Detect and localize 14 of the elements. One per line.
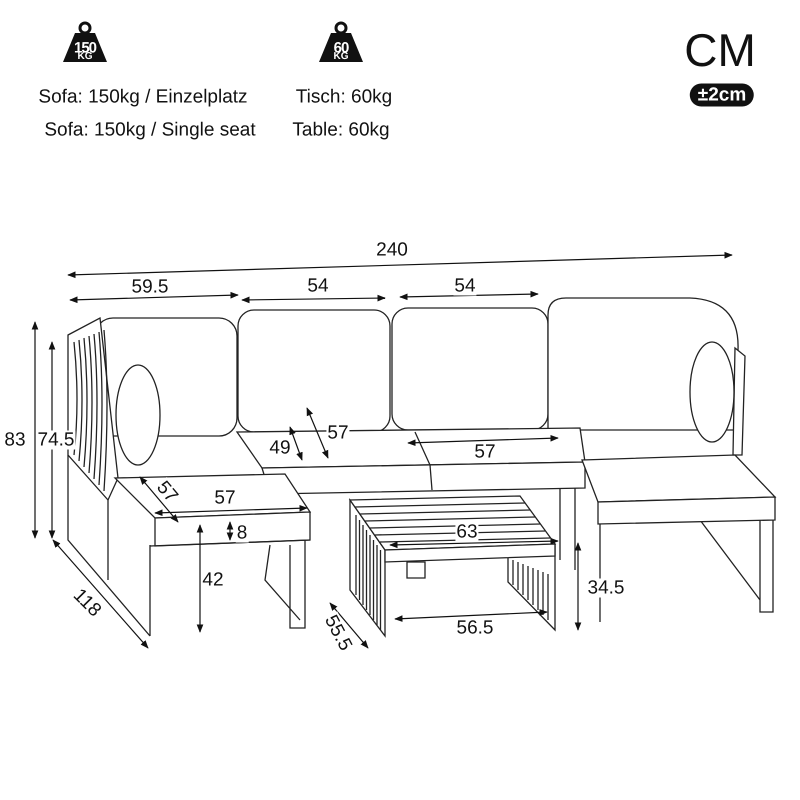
load-capacity-text: Sofa: 150kg / Einzelplatz bbox=[38, 88, 248, 106]
unit-label: KG bbox=[78, 52, 92, 62]
dimension-label: 54 bbox=[453, 276, 477, 296]
dimension-label: 63 bbox=[455, 522, 479, 542]
tolerance-badge: ±2cm bbox=[690, 84, 754, 106]
load-capacity-text: Tisch: 60kg bbox=[296, 88, 392, 106]
load-capacity-text: Table: 60kg bbox=[292, 120, 390, 140]
dimension-label: 59.5 bbox=[130, 278, 170, 296]
dimension-label: 74.5 bbox=[36, 430, 76, 450]
dimension-label: 8 bbox=[236, 524, 248, 542]
dimension-label: 34.5 bbox=[586, 578, 626, 598]
unit-label: KG bbox=[334, 52, 348, 62]
unit-heading: CM bbox=[684, 27, 756, 73]
load-capacity-text: Sofa: 150kg / Single seat bbox=[44, 120, 256, 140]
